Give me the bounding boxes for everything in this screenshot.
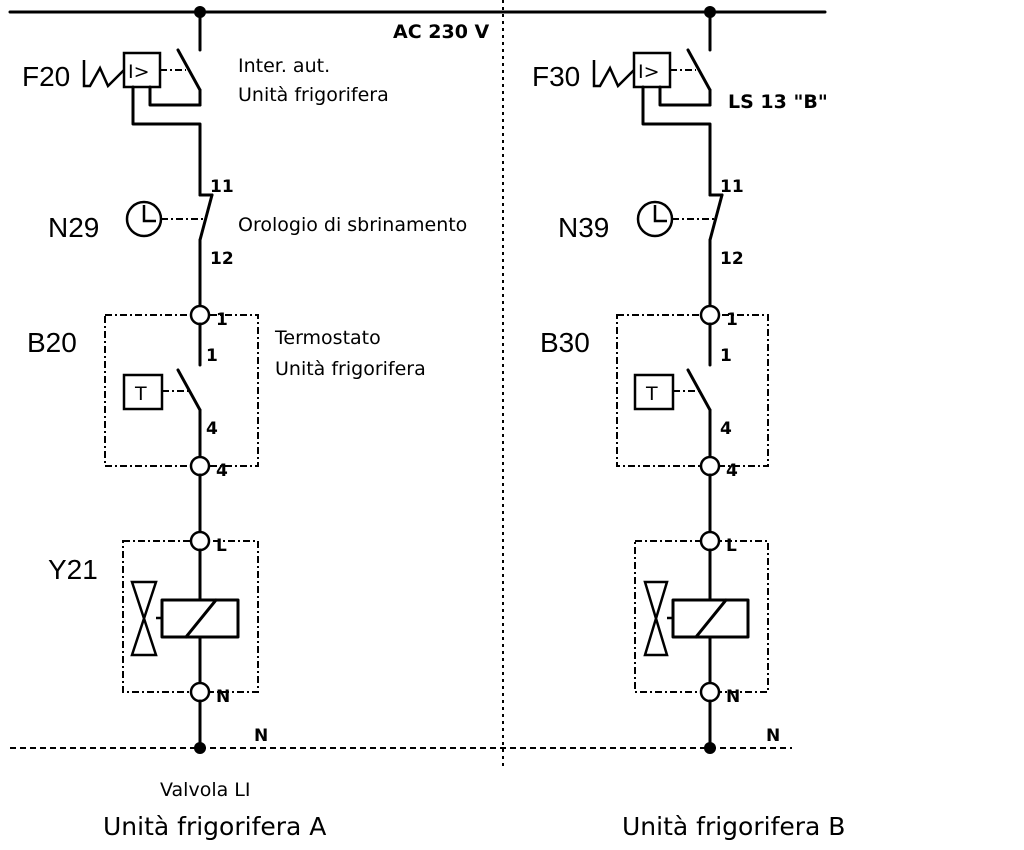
thermostat-b20: 1 1 4 4 T B20 Termostato Unità frigorife… [27, 304, 426, 481]
timer-pin-bottom: 12 [720, 249, 744, 269]
circuit-a: F20 I> Inter. aut. Unità frigorifera 11 … [22, 6, 467, 841]
solenoid-valve-b: L N N [634, 473, 780, 754]
breaker-note-1: Inter. aut. [238, 55, 330, 77]
timer-contact [198, 193, 214, 242]
valve-tag: Y21 [48, 554, 98, 585]
breaker-contact [176, 48, 202, 92]
svg-text:T: T [645, 383, 658, 405]
svg-text:1: 1 [216, 310, 228, 330]
svg-text:L: L [216, 536, 227, 556]
timer-contact [708, 193, 724, 242]
valve-caption: Valvola LI [160, 779, 250, 801]
thermostat-housing [104, 314, 259, 467]
valve-icon [130, 580, 158, 657]
thermostat-tag: B20 [27, 327, 77, 358]
breaker-f30: F30 I> LS 13 "B" [532, 48, 828, 142]
svg-text:L: L [726, 536, 737, 556]
thermostat-tag: B30 [540, 327, 590, 358]
svg-text:T: T [134, 383, 147, 405]
svg-text:N: N [726, 687, 740, 707]
circuit-b: F30 I> LS 13 "B" 11 12 N39 [532, 6, 845, 841]
breaker-tag: F20 [22, 61, 70, 92]
phase-label: AC 230 V [393, 21, 490, 43]
breaker-tag: F30 [532, 61, 580, 92]
breaker-symbol: I> [128, 61, 150, 83]
solenoid-valve-y21: L N Y21 N Valvola LI [48, 473, 268, 801]
svg-text:4: 4 [720, 419, 732, 439]
defrost-timer-n39: 11 12 N39 [558, 138, 744, 312]
svg-text:4: 4 [216, 461, 228, 481]
thermostat-b30: 1 1 4 4 T B30 [540, 304, 769, 481]
valve-icon [643, 580, 669, 657]
svg-text:1: 1 [726, 310, 738, 330]
timer-pin-top: 11 [210, 177, 234, 197]
terminal-l [189, 530, 211, 552]
junction-dot-bottom [704, 742, 716, 754]
junction-dot-bottom [194, 742, 206, 754]
svg-text:4: 4 [206, 419, 218, 439]
thermostat-note-1: Termostato [274, 327, 381, 349]
thermostat-housing [616, 314, 769, 467]
terminal-l [699, 530, 721, 552]
timer-tag: N39 [558, 212, 609, 243]
circuit-b-caption: Unità frigorifera B [622, 812, 845, 841]
terminal-4 [699, 455, 721, 477]
breaker-symbol: I> [638, 61, 660, 83]
svg-text:N: N [216, 687, 230, 707]
timer-pin-top: 11 [720, 177, 744, 197]
terminal-1 [189, 304, 211, 326]
timer-tag: N29 [48, 212, 99, 243]
svg-text:1: 1 [206, 346, 218, 366]
defrost-timer-n29: 11 12 N29 Orologio di sbrinamento [48, 138, 467, 312]
thermostat-note-2: Unità frigorifera [275, 358, 426, 380]
terminal-n [699, 681, 721, 703]
circuit-a-caption: Unità frigorifera A [103, 812, 326, 841]
breaker-note: LS 13 "B" [728, 91, 828, 113]
terminal-4 [189, 455, 211, 477]
neutral-label-b: N [766, 726, 780, 746]
svg-text:4: 4 [726, 461, 738, 481]
svg-text:1: 1 [720, 346, 732, 366]
breaker-contact [686, 48, 712, 92]
thermal-trip-icon [82, 60, 125, 89]
breaker-f20: F20 I> Inter. aut. Unità frigorifera [22, 48, 389, 142]
breaker-note-2: Unità frigorifera [238, 84, 389, 106]
thermal-trip-icon [592, 60, 635, 89]
timer-pin-bottom: 12 [210, 249, 234, 269]
terminal-1 [699, 304, 721, 326]
terminal-n [189, 681, 211, 703]
valve-housing [122, 540, 259, 693]
neutral-label-a: N [254, 726, 268, 746]
timer-note: Orologio di sbrinamento [238, 214, 467, 236]
